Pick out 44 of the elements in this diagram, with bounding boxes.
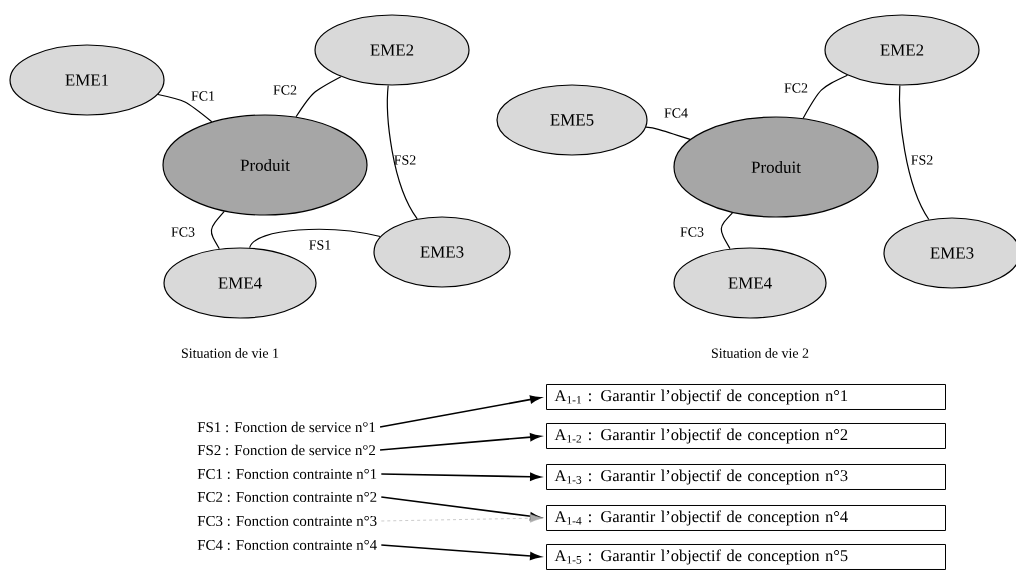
- ellipse-node: EME2: [314, 14, 470, 86]
- legend-text: FS1 : Fonction de service n°1: [197, 421, 375, 433]
- legend-text: FC3 : Fonction contrainte n°3: [197, 515, 377, 527]
- connector: [720, 212, 734, 250]
- ellipse-node: EME3: [373, 216, 511, 288]
- connector: [379, 433, 541, 451]
- caption-text: Situation de vie 1: [181, 348, 279, 358]
- connector: [157, 93, 213, 123]
- edge-label: FC1: [191, 91, 215, 101]
- ellipse-node: EME3: [883, 217, 1016, 289]
- legend-text: FC1 : Fonction contrainte n°1: [197, 468, 377, 480]
- ellipse-node: EME1: [9, 44, 165, 116]
- text-box: A$_{1-4}$ : Garantir l’objectif de conception n°4: [546, 505, 946, 531]
- text-box: A$_{1-2}$ : Garantir l’objectif de conception n°2: [546, 423, 946, 449]
- connector: [249, 228, 381, 249]
- connector: [380, 472, 541, 481]
- caption-text: Situation de vie 2: [711, 348, 809, 358]
- legend-text: FS2 : Fonction de service n°2: [197, 444, 376, 456]
- text-box: A$_{1-5}$ : Garantir l’objectif de conception n°5: [546, 544, 946, 570]
- ellipse-node: EME4: [673, 247, 827, 319]
- ellipse-node: EME5: [496, 84, 648, 156]
- connector: [295, 76, 342, 118]
- ellipse-node: Produit: [162, 114, 368, 216]
- connector: [898, 85, 930, 221]
- edge-label: FC4: [664, 108, 688, 118]
- edge-label: FC3: [171, 227, 195, 237]
- edge-label: FC3: [680, 227, 704, 237]
- edge-label: FS2: [394, 155, 416, 165]
- connector: [381, 513, 543, 523]
- text-box: A$_{1-1}$ : Garantir l’objectif de conception n°1: [546, 384, 946, 410]
- ellipse-node: EME2: [824, 14, 980, 86]
- legend-text: FC4 : Fonction contrainte n°4: [197, 539, 377, 551]
- connector: [802, 74, 848, 119]
- connector: [386, 84, 418, 220]
- legend-text: FC2 : Fonction contrainte n°2: [197, 491, 377, 503]
- connector: [380, 544, 541, 560]
- connector: [379, 395, 542, 428]
- text-box: A$_{1-3}$ : Garantir l’objectif de conception n°3: [546, 464, 946, 490]
- connector: [210, 210, 225, 250]
- edge-label: FS1: [309, 240, 331, 250]
- edge-label: FC2: [273, 85, 297, 95]
- edge-label: FC2: [784, 83, 808, 93]
- edge-label: FS2: [911, 155, 933, 165]
- connector: [645, 126, 691, 140]
